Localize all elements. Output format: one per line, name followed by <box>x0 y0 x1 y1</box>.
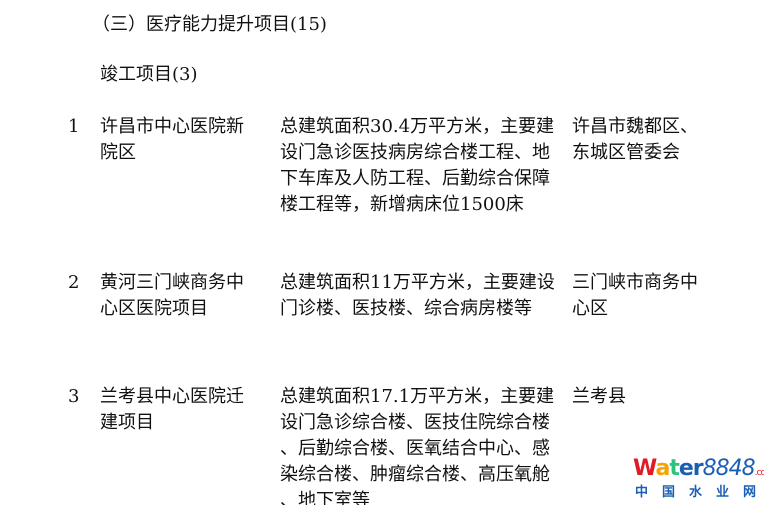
cell-desc: 总建筑面积17.1万平方米，主要建设门急诊综合楼、医技住院综合楼、后勤综合楼、医… <box>280 384 554 505</box>
cell-line: 下车库及人防工程、后勤综合保障 <box>280 168 550 189</box>
cell-line: 院区 <box>100 142 136 163</box>
cell-no: 3 <box>68 384 79 410</box>
cell-line: 兰考县中心医院迁 <box>100 386 244 407</box>
cell-name: 许昌市中心医院新院区 <box>100 114 244 166</box>
cell-line: 许昌市魏都区、 <box>572 116 698 137</box>
cell-line: 心区 <box>572 298 608 319</box>
cell-location: 许昌市魏都区、东城区管委会 <box>572 114 698 166</box>
cell-line: 总建筑面积30.4万平方米，主要建 <box>280 116 555 137</box>
cell-no: 1 <box>68 114 79 140</box>
cell-line: 总建筑面积11万平方米，主要建设 <box>280 272 555 293</box>
cell-line: 兰考县 <box>572 386 626 407</box>
cell-line: 三门峡市商务中 <box>572 272 698 293</box>
cell-line: 总建筑面积17.1万平方米，主要建 <box>280 386 555 407</box>
cell-line: 、后勤综合楼、医氧结合中心、感 <box>280 438 550 459</box>
cell-line: 东城区管委会 <box>572 142 680 163</box>
cell-no: 2 <box>68 270 79 296</box>
cell-line: 设门急诊综合楼、医技住院综合楼 <box>280 412 550 433</box>
cell-line: 心区医院项目 <box>100 298 208 319</box>
cell-line: 黄河三门峡商务中 <box>100 272 244 293</box>
cell-location: 兰考县 <box>572 384 626 410</box>
cell-line: 设门急诊医技病房综合楼工程、地 <box>280 142 550 163</box>
cell-desc: 总建筑面积30.4万平方米，主要建设门急诊医技病房综合楼工程、地下车库及人防工程… <box>280 114 554 218</box>
cell-desc: 总建筑面积11万平方米，主要建设门诊楼、医技楼、综合病房楼等 <box>280 270 555 322</box>
cell-line: 建项目 <box>100 412 154 433</box>
section-title: （三）医疗能力提升项目(15) <box>92 14 327 35</box>
cell-line: 门诊楼、医技楼、综合病房楼等 <box>280 298 532 319</box>
subsection-title: 竣工项目(3) <box>100 64 198 85</box>
cell-location: 三门峡市商务中心区 <box>572 270 698 322</box>
cell-line: 、地下室等 <box>280 490 370 505</box>
cell-line: 2 <box>68 272 80 293</box>
watermark-logo: Water8848.com 中国水业网 <box>633 456 764 501</box>
cell-line: 3 <box>68 386 80 407</box>
cell-line: 染综合楼、肿瘤综合楼、高压氧舱 <box>280 464 550 485</box>
cell-line: 楼工程等，新增病床位1500床 <box>280 194 524 215</box>
cell-line: 许昌市中心医院新 <box>100 116 244 137</box>
cell-name: 黄河三门峡商务中心区医院项目 <box>100 270 244 322</box>
cell-line: 1 <box>68 116 80 137</box>
cell-name: 兰考县中心医院迁建项目 <box>100 384 244 436</box>
